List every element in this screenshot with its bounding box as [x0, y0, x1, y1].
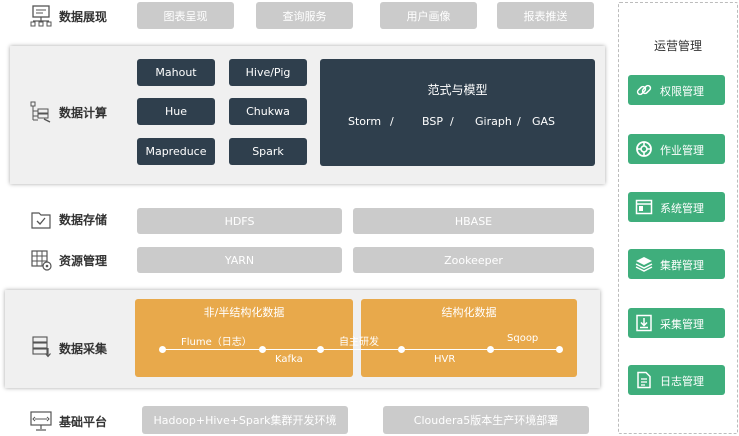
kafka-label: Kafka — [275, 354, 303, 365]
ops-cluster-label: 集群管理 — [660, 259, 704, 272]
paradigm-slash-2: / — [450, 115, 454, 128]
storage-hdfs-button[interactable]: HDFS — [137, 208, 342, 234]
ops-title: 运营管理 — [653, 39, 702, 53]
platform-prod-button[interactable]: Cloudera5版本生产环境部署 — [383, 406, 589, 434]
platform-screen-icon — [30, 411, 52, 431]
paradigm-title: 范式与模型 — [427, 83, 488, 97]
ops-collection-label: 采集管理 — [660, 318, 704, 331]
monitor-network-icon — [30, 5, 52, 27]
download-doc-icon — [636, 314, 652, 332]
ops-permission-button[interactable]: 权限管理 — [628, 75, 725, 105]
database-download-icon — [32, 336, 51, 358]
unstructured-data-box: 非/半结构化数据 — [135, 299, 353, 377]
tool-hue-button[interactable]: Hue — [137, 98, 215, 125]
sqoop-label: Sqoop — [507, 333, 539, 344]
structured-data-box: 结构化数据 — [361, 299, 577, 377]
ops-collection-button[interactable]: 采集管理 — [628, 308, 725, 338]
storage-hbase-button[interactable]: HBASE — [353, 208, 594, 234]
bridge-label: 自主研发 — [339, 337, 379, 348]
tool-hivepig-button[interactable]: Hive/Pig — [229, 59, 307, 86]
ops-job-label: 作业管理 — [660, 144, 704, 157]
paradigm-model-gas: GAS — [532, 115, 556, 128]
display-chart-button[interactable]: 图表呈现 — [137, 2, 234, 29]
resource-zookeeper-button[interactable]: Zookeeper — [353, 247, 594, 273]
flow-line — [163, 349, 561, 350]
link-icon — [636, 84, 652, 96]
flow-dot-sqoop-left — [487, 346, 494, 353]
paradigm-model-storm: Storm — [348, 115, 382, 128]
storage-check-icon — [31, 212, 51, 229]
structured-title: 结构化数据 — [441, 306, 497, 319]
display-report-button[interactable]: 报表推送 — [497, 2, 594, 29]
flow-dot-sqoop-right — [556, 346, 563, 353]
flow-dot-kafka — [259, 346, 266, 353]
paradigm-box[interactable] — [320, 59, 595, 166]
tool-mahout-button[interactable]: Mahout — [137, 59, 215, 86]
platform-dev-button[interactable]: Hadoop+Hive+Spark集群开发环境 — [142, 406, 348, 434]
paradigm-model-bsp: BSP — [422, 115, 443, 128]
flow-dot-hvr — [398, 346, 405, 353]
ops-system-button[interactable]: 系统管理 — [628, 192, 725, 222]
ops-log-button[interactable]: 日志管理 — [628, 365, 725, 395]
paradigm-slash-3: / — [517, 115, 521, 128]
flow-dot-bridge — [317, 346, 324, 353]
ops-permission-label: 权限管理 — [660, 85, 704, 98]
layer-label-collection: 数据采集 — [59, 342, 108, 356]
display-portrait-button[interactable]: 用户画像 — [380, 2, 477, 29]
flume-label: Flume（日志） — [181, 337, 252, 348]
tool-mapreduce-button[interactable]: Mapreduce — [137, 138, 215, 165]
ops-cluster-button[interactable]: 集群管理 — [628, 249, 725, 279]
layer-label-platform: 基础平台 — [59, 415, 108, 429]
flow-dot-flume — [159, 346, 166, 353]
paradigm-slash-1: / — [390, 115, 394, 128]
tool-spark-button[interactable]: Spark — [229, 138, 307, 165]
ops-log-label: 日志管理 — [660, 375, 704, 388]
unstructured-title: 非/半结构化数据 — [203, 306, 285, 319]
resource-grid-gear-icon — [31, 250, 52, 271]
display-query-button[interactable]: 查询服务 — [256, 2, 353, 29]
layer-label-resource: 资源管理 — [59, 254, 108, 268]
resource-yarn-button[interactable]: YARN — [137, 247, 342, 273]
paradigm-model-giraph: Giraph — [475, 115, 512, 128]
log-doc-icon — [637, 371, 651, 389]
tool-chukwa-button[interactable]: Chukwa — [229, 98, 307, 125]
ops-system-label: 系统管理 — [660, 202, 704, 215]
compute-tree-icon — [30, 101, 51, 123]
layers-icon — [635, 257, 653, 272]
hvr-label: HVR — [434, 354, 456, 365]
layer-label-storage: 数据存储 — [59, 213, 108, 227]
layer-label-display: 数据展现 — [59, 10, 108, 24]
layer-label-compute: 数据计算 — [59, 106, 108, 120]
ops-job-button[interactable]: 作业管理 — [628, 134, 725, 164]
ops-panel — [618, 2, 738, 434]
lifebuoy-icon — [636, 141, 652, 157]
window-icon — [635, 199, 653, 215]
